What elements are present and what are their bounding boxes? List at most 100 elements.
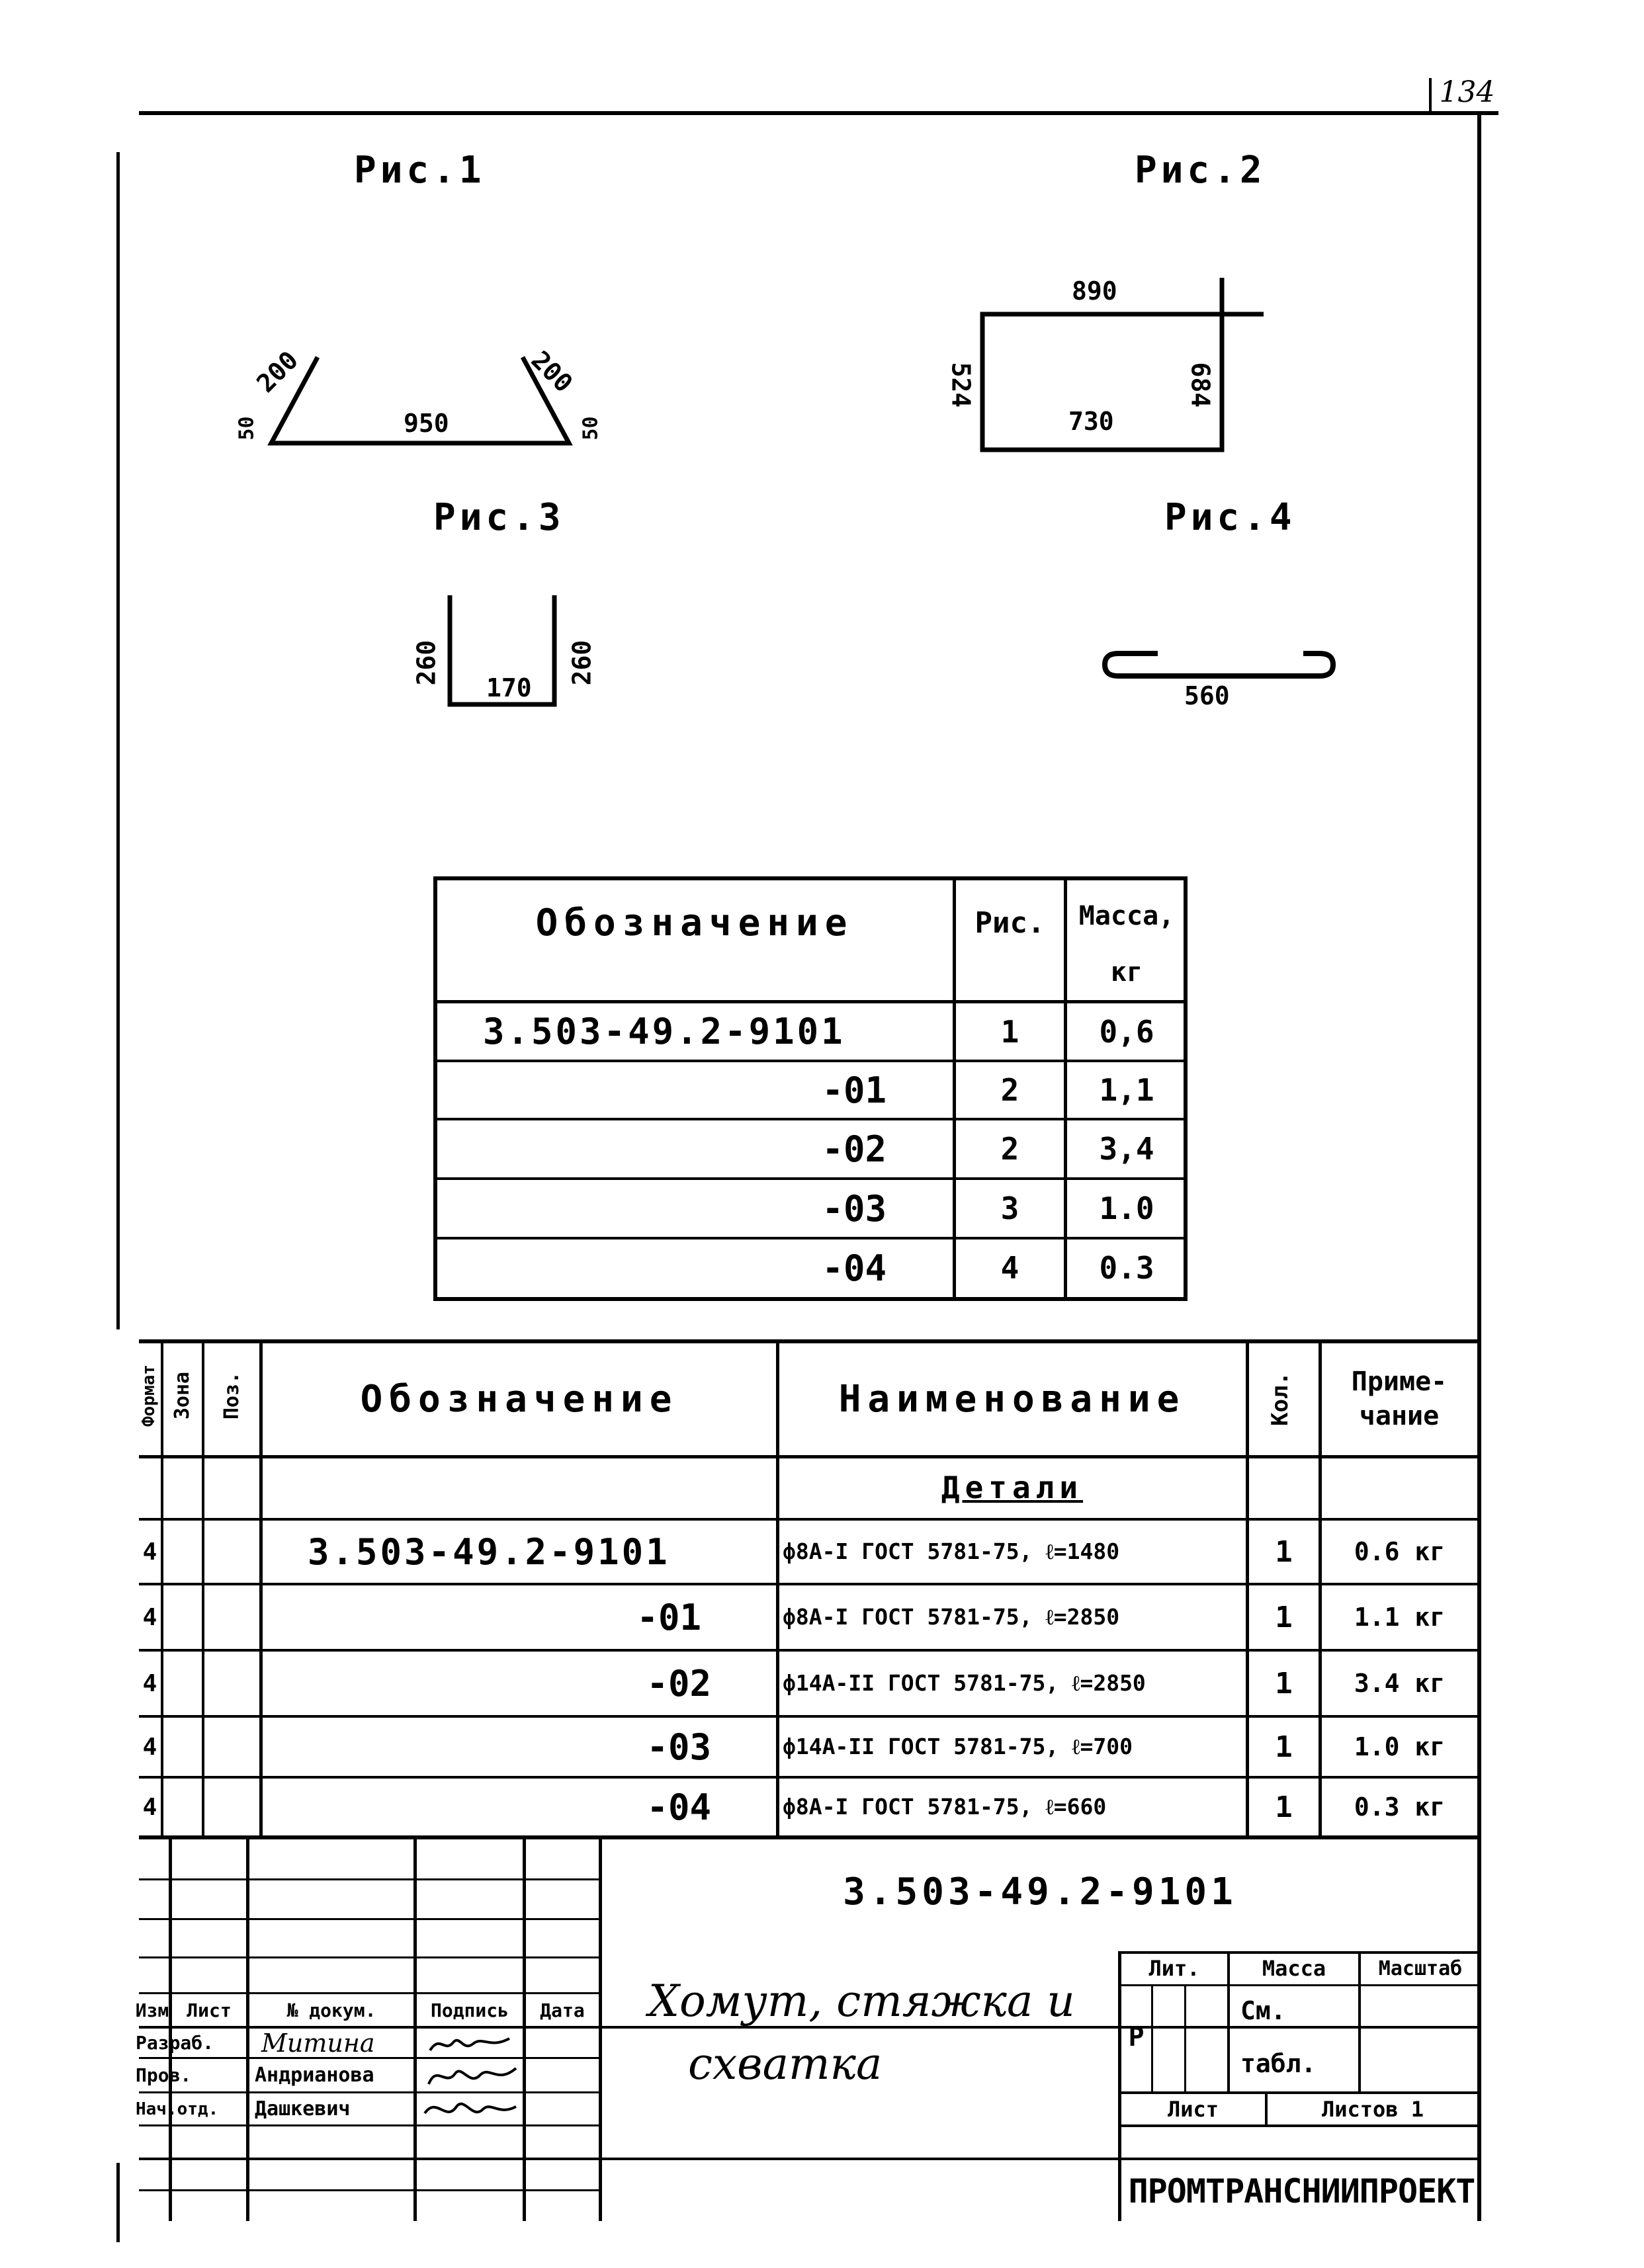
fig4-dim-560: 560 <box>1184 681 1230 710</box>
fig2-dim-730: 730 <box>1068 407 1114 436</box>
title-col-list: Лист <box>187 1999 232 2021</box>
spec-row-1-designation: 3.503-49.2-9101 <box>308 1531 670 1573</box>
left-border <box>116 152 120 1329</box>
group-header-mass-unit: кг <box>1110 957 1143 987</box>
spec-header-format: Формат <box>139 1365 159 1427</box>
spec-row-5-note: 0.3 кг <box>1354 1792 1446 1822</box>
title-col-izm: Изм <box>135 1999 169 2021</box>
spec-header-designation: Обозначение <box>360 1377 679 1421</box>
spec-row-5-designation: -04 <box>646 1786 711 1828</box>
title-col-doc-no: № докум. <box>286 1999 376 2021</box>
spec-header-zone: Зона <box>170 1371 194 1420</box>
group-row-1-fig: 1 <box>1000 1013 1019 1050</box>
group-row-5-mass: 0.3 <box>1099 1250 1154 1286</box>
figure-3-title: Рис.3 <box>433 496 565 539</box>
lit-value: Р <box>1128 2022 1145 2052</box>
fig3-dim-170: 170 <box>486 673 532 702</box>
spec-row-1-note: 0.6 кг <box>1354 1537 1446 1566</box>
spec-header-name: Наименование <box>838 1377 1186 1421</box>
group-row-1-designation: 3.503-49.2-9101 <box>483 1011 845 1052</box>
group-row-4-mass: 1.0 <box>1099 1191 1154 1226</box>
figure-4-title: Рис.4 <box>1164 496 1296 539</box>
spec-header-pos: Поз. <box>220 1371 243 1420</box>
spec-row-3-qty: 1 <box>1275 1666 1293 1701</box>
title-line-2: схватка <box>688 2038 883 2089</box>
figure-1-title: Рис.1 <box>354 149 486 192</box>
spec-top-border <box>139 1339 1481 1343</box>
figure-2-drawing <box>980 278 1264 452</box>
fig2-dim-684: 684 <box>1186 362 1215 408</box>
fig2-dim-524: 524 <box>946 362 976 408</box>
group-row-5-fig: 4 <box>1000 1250 1019 1286</box>
group-table <box>433 876 1188 1301</box>
figure-3-drawing <box>447 595 557 707</box>
spec-row-4-designation: -03 <box>646 1726 711 1768</box>
figure-1-drawing <box>267 356 573 446</box>
fig3-dim-left-260: 260 <box>411 640 441 686</box>
lit-label: Лит. <box>1148 1956 1200 1981</box>
sheet-label: Лист <box>1167 2097 1219 2122</box>
spec-row-5-qty: 1 <box>1275 1790 1293 1824</box>
title-line-1: Хомут, стяжка и <box>648 1975 1075 2027</box>
group-header-designation: Обозначение <box>535 901 854 945</box>
mass-value-2: табл. <box>1240 2049 1317 2078</box>
spec-bottom-border <box>139 1835 1481 1839</box>
spec-row-2-designation: -01 <box>636 1596 701 1638</box>
group-row-4-fig: 3 <box>1000 1191 1019 1226</box>
title-doc-code: 3.503-49.2-9101 <box>843 1870 1237 1913</box>
sheet-number: 134 <box>1439 75 1495 109</box>
title-col-date: Дата <box>540 1999 585 2021</box>
sheets-label: Листов 1 <box>1321 2097 1424 2122</box>
spec-row-2-qty: 1 <box>1275 1600 1293 1634</box>
name-checker: Андрианова <box>255 2064 374 2087</box>
role-checker: Пров. <box>136 2064 192 2086</box>
spec-row-2-name: ф8А-I ГОСТ 5781-75, ℓ=2850 <box>783 1604 1120 1630</box>
group-row-3-mass: 3,4 <box>1099 1131 1154 1167</box>
right-border <box>1477 111 1481 2221</box>
spec-row-2-note: 1.1 кг <box>1354 1603 1446 1632</box>
signature-head <box>423 2102 517 2115</box>
spec-row-3-designation: -02 <box>646 1662 711 1704</box>
group-row-5-designation: -04 <box>822 1247 887 1289</box>
mass-value-1: См. <box>1240 1996 1286 2025</box>
figure-4-drawing <box>1102 651 1336 679</box>
spec-row-5-format: 4 <box>142 1793 157 1821</box>
spec-section-details: Детали <box>941 1470 1084 1505</box>
spec-row-4-note: 1.0 кг <box>1354 1732 1446 1761</box>
spec-row-5-name: ф8А-I ГОСТ 5781-75, ℓ=660 <box>783 1794 1107 1820</box>
top-border <box>139 111 1498 115</box>
spec-row-3-format: 4 <box>142 1669 157 1697</box>
spec-header-note: Приме-чание <box>1351 1366 1448 1431</box>
scale-label: Масштаб <box>1378 1956 1463 1980</box>
name-developer: Митина <box>261 2028 375 2058</box>
fig2-dim-890: 890 <box>1072 276 1117 306</box>
signature-checker <box>427 2067 517 2085</box>
group-row-3-fig: 2 <box>1000 1131 1019 1167</box>
group-header-mass: Масса, <box>1078 901 1175 931</box>
role-developer: Разраб. <box>136 2032 214 2054</box>
spec-row-4-qty: 1 <box>1275 1730 1293 1764</box>
spec-row-3-note: 3.4 кг <box>1354 1669 1446 1698</box>
figure-2-title: Рис.2 <box>1135 149 1266 192</box>
fig1-dim-right-50: 50 <box>579 416 603 441</box>
group-row-4-designation: -03 <box>822 1187 887 1230</box>
fig1-dim-left-50: 50 <box>235 416 259 441</box>
title-col-sign: Подпись <box>430 1999 509 2021</box>
group-header-fig: Рис. <box>974 905 1045 940</box>
fig1-dim-950: 950 <box>404 409 449 438</box>
mass-label: Масса <box>1262 1956 1326 1981</box>
spec-row-2-format: 4 <box>142 1603 157 1631</box>
spec-row-1-format: 4 <box>142 1538 157 1566</box>
group-row-2-designation: -01 <box>822 1069 887 1111</box>
spec-row-1-name: ф8А-I ГОСТ 5781-75, ℓ=1480 <box>783 1538 1120 1564</box>
group-row-2-mass: 1,1 <box>1099 1072 1154 1108</box>
spec-row-4-name: ф14А-II ГОСТ 5781-75, ℓ=700 <box>783 1734 1133 1759</box>
spec-row-4-format: 4 <box>142 1733 157 1761</box>
spec-row-1-qty: 1 <box>1275 1534 1293 1569</box>
name-head-of-dept: Дашкевич <box>255 2097 351 2121</box>
signature-developer <box>429 2037 510 2052</box>
group-row-2-fig: 2 <box>1000 1072 1019 1108</box>
group-row-1-mass: 0,6 <box>1099 1013 1154 1050</box>
role-head-of-dept: Нач.отд. <box>136 2099 219 2119</box>
group-row-3-designation: -02 <box>822 1128 887 1170</box>
